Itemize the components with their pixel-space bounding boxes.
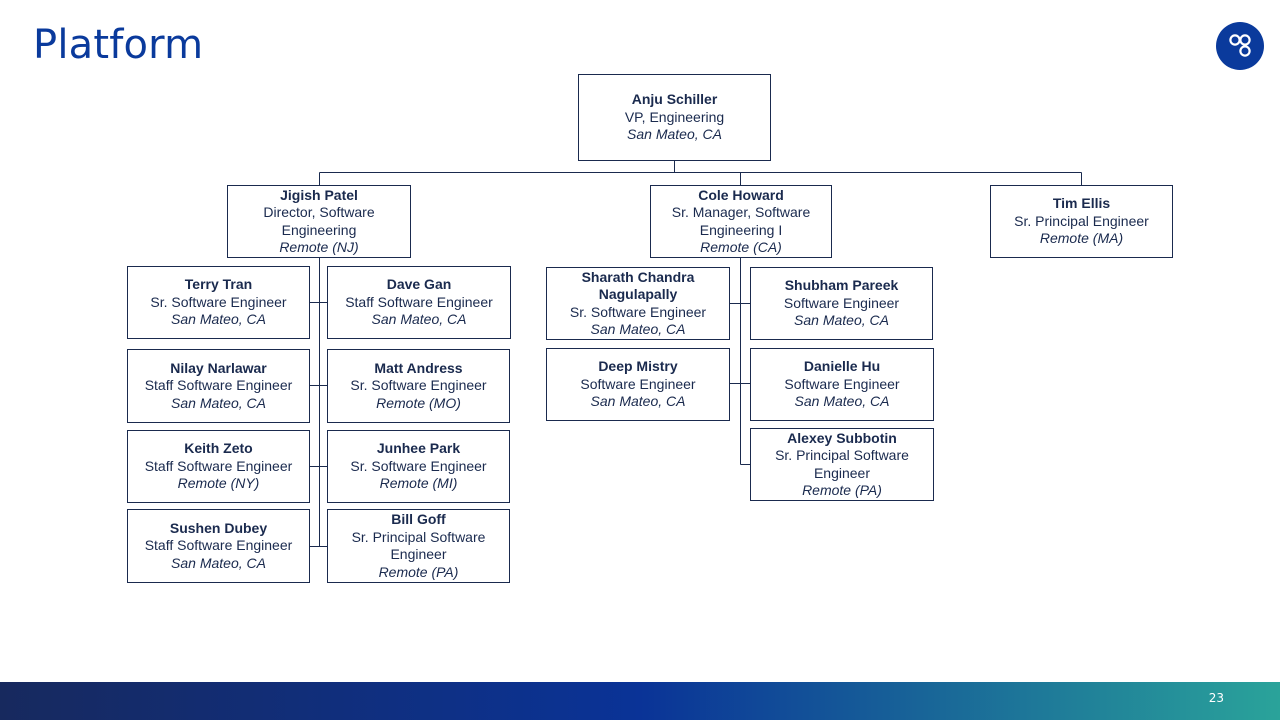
page-number: 23	[1208, 691, 1224, 705]
person-name: Alexey Subbotin	[787, 429, 897, 446]
org-node-tim: Tim Ellis Sr. Principal Engineer Remote …	[990, 185, 1173, 258]
org-node-junhee: Junhee Park Sr. Software Engineer Remote…	[327, 430, 510, 503]
person-location: San Mateo, CA	[794, 312, 889, 329]
person-location: Remote (MO)	[376, 394, 461, 411]
person-role: Staff Software Engineer	[345, 293, 493, 310]
person-name: Junhee Park	[376, 440, 461, 457]
person-name: Dave Gan	[386, 276, 452, 293]
person-role: Sr. Software Engineer	[150, 293, 287, 310]
person-role: Sr. Software Engineer	[350, 457, 487, 474]
person-name: Nilay Narlawar	[170, 359, 267, 376]
person-name: Jigish Patel	[280, 186, 358, 203]
person-location: Remote (PA)	[378, 563, 459, 580]
person-role: Sr. Software Engineer	[569, 303, 707, 320]
person-name: Sharath Chandra Nagulapally	[581, 268, 695, 303]
org-node-keith: Keith Zeto Staff Software Engineer Remot…	[127, 430, 310, 503]
person-location: San Mateo, CA	[171, 311, 266, 328]
org-node-danielle: Danielle Hu Software Engineer San Mateo,…	[750, 348, 934, 421]
person-role: Staff Software Engineer	[144, 377, 293, 394]
person-name: Bill Goff	[391, 511, 446, 527]
org-node-dave: Dave Gan Staff Software Engineer San Mat…	[327, 266, 511, 339]
person-role: Staff Software Engineer	[144, 457, 293, 474]
org-node-deep: Deep Mistry Software Engineer San Mateo,…	[546, 348, 730, 421]
person-location: San Mateo, CA	[590, 321, 686, 337]
person-role: Sr. Manager, Software Engineering I	[671, 204, 811, 238]
person-name: Danielle Hu	[803, 358, 881, 375]
logo-icon	[1216, 22, 1264, 70]
person-name: Anju Schiller	[631, 91, 718, 108]
person-location: Remote (MA)	[1039, 230, 1124, 247]
org-node-cole: Cole Howard Sr. Manager, Software Engine…	[650, 185, 832, 258]
org-node-alexey: Alexey Subbotin Sr. Principal Software E…	[750, 428, 934, 501]
person-role: Staff Software Engineer	[144, 537, 293, 554]
org-node-terry: Terry Tran Sr. Software Engineer San Mat…	[127, 266, 310, 339]
person-location: San Mateo, CA	[794, 393, 890, 410]
org-node-matt: Matt Andress Sr. Software Engineer Remot…	[327, 349, 510, 423]
person-location: San Mateo, CA	[171, 394, 266, 411]
org-node-root: Anju Schiller VP, Engineering San Mateo,…	[578, 74, 771, 161]
person-location: Remote (NY)	[177, 475, 260, 492]
org-node-bill: Bill Goff Sr. Principal Software Enginee…	[327, 509, 510, 583]
person-location: Remote (CA)	[700, 239, 782, 255]
person-name: Terry Tran	[184, 276, 253, 293]
person-name: Cole Howard	[698, 186, 784, 203]
person-role: VP, Engineering	[624, 108, 725, 125]
person-location: San Mateo, CA	[371, 311, 467, 328]
org-node-jigish: Jigish Patel Director, Software Engineer…	[227, 185, 411, 258]
person-role: Software Engineer	[580, 375, 696, 392]
person-location: San Mateo, CA	[590, 393, 686, 410]
person-role: Sr. Principal Engineer	[1014, 212, 1149, 229]
person-name: Sushen Dubey	[169, 519, 268, 536]
person-name: Deep Mistry	[598, 358, 678, 375]
person-role: Software Engineer	[783, 294, 900, 311]
org-node-sushen: Sushen Dubey Staff Software Engineer San…	[127, 509, 310, 583]
org-node-sharath: Sharath Chandra Nagulapally Sr. Software…	[546, 267, 730, 340]
person-location: Remote (NJ)	[279, 239, 359, 255]
slide-title: Platform	[33, 22, 204, 68]
person-name: Shubham Pareek	[784, 277, 899, 294]
person-role: Sr. Software Engineer	[350, 377, 487, 394]
person-role: Software Engineer	[784, 375, 900, 392]
person-location: San Mateo, CA	[171, 554, 266, 571]
org-node-shubham: Shubham Pareek Software Engineer San Mat…	[750, 267, 933, 340]
person-name: Keith Zeto	[184, 440, 253, 457]
person-role: Sr. Principal Software Engineer	[775, 447, 909, 481]
person-role: Director, Software Engineering	[263, 204, 375, 238]
person-role: Sr. Principal Software Engineer	[351, 528, 486, 563]
person-name: Matt Andress	[374, 359, 463, 376]
person-location: Remote (PA)	[802, 482, 882, 498]
person-name: Tim Ellis	[1052, 195, 1111, 212]
footer-bar: 23	[0, 682, 1280, 720]
person-location: Remote (MI)	[379, 475, 458, 492]
person-location: San Mateo, CA	[627, 126, 722, 143]
org-node-nilay: Nilay Narlawar Staff Software Engineer S…	[127, 349, 310, 423]
